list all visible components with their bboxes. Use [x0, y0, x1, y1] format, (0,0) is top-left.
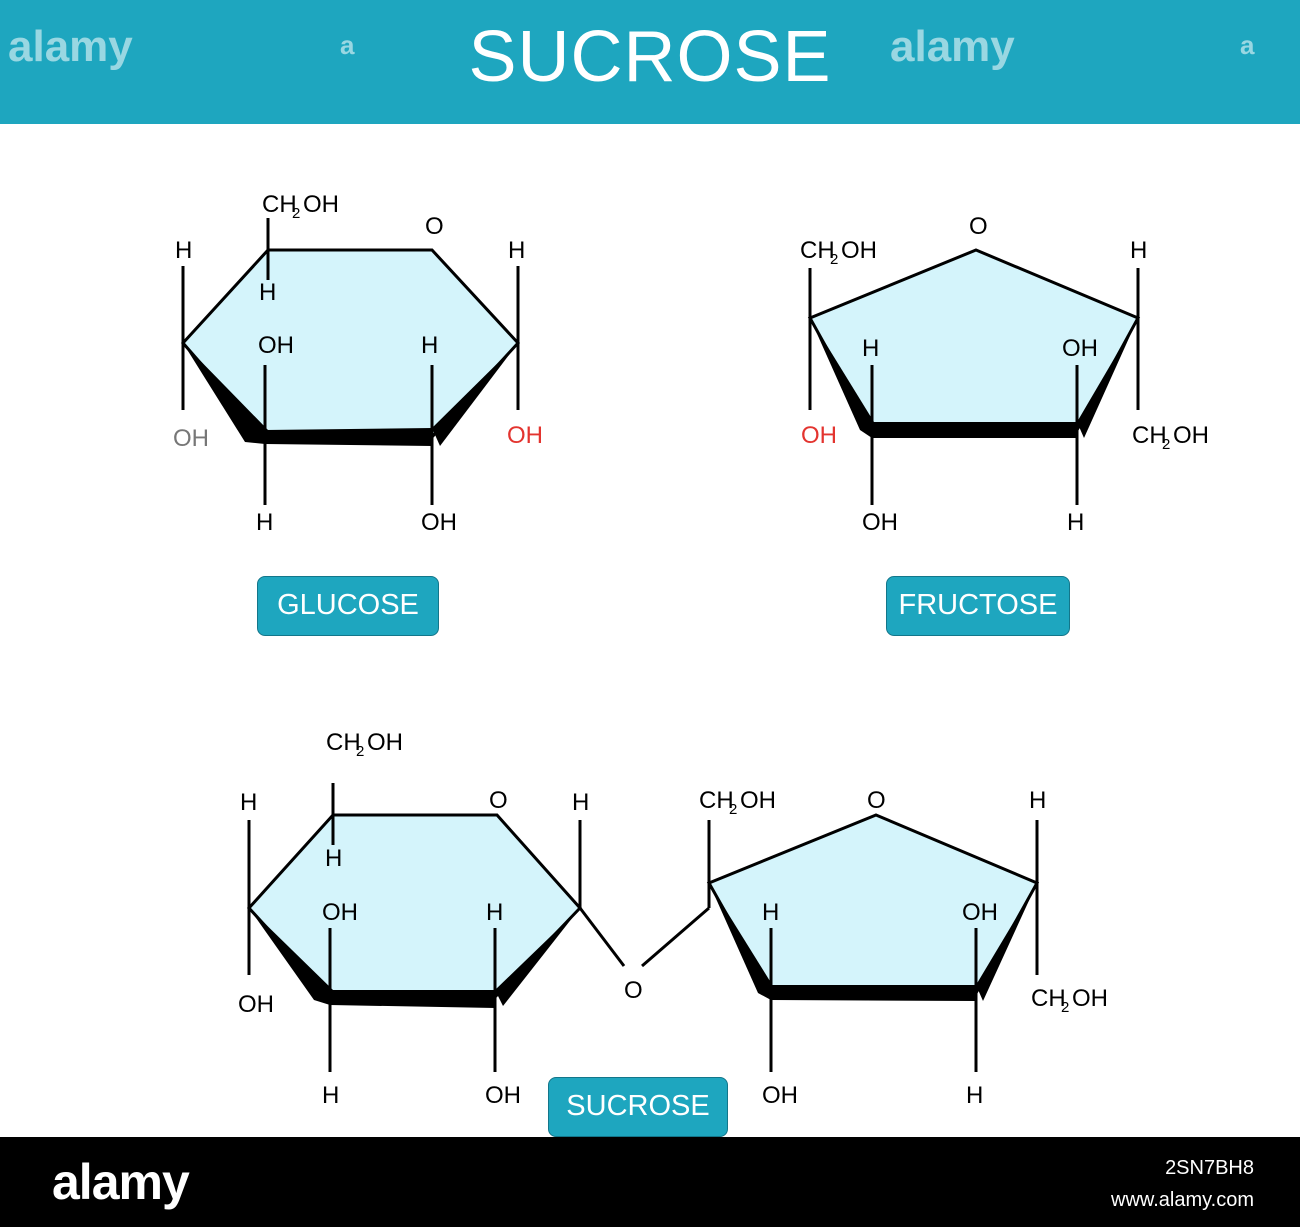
sucrose-fructose-bold-edge [709, 883, 773, 1000]
footer-site: www.alamy.com [1111, 1189, 1254, 1211]
sucrose-label: SUCROSE [548, 1077, 728, 1137]
sucrose-bonds [247, 783, 1039, 1072]
atom-label: OH [303, 191, 339, 218]
atom-label: OH [1173, 422, 1209, 449]
sucrose-fructose-bold-edge [976, 883, 1037, 1001]
atom-label: 2 [1061, 999, 1069, 1016]
atom-label: CH [1031, 985, 1066, 1012]
fructose-label: FRUCTOSE [886, 576, 1070, 636]
atom-label: H [486, 899, 503, 926]
fructose-bold-edge [1077, 318, 1138, 438]
atom-label: H [175, 237, 192, 264]
sucrose-structure-diagram: CH 2 OH O H H H OH H OH OH H OH O CH 2 O… [173, 191, 1209, 1109]
atom-label: H [240, 789, 257, 816]
sucrose-glucose-bold-edge [495, 908, 580, 1006]
watermark-right: alamy [890, 22, 1015, 71]
atom-label: OH [841, 237, 877, 264]
atom-label: 2 [1162, 436, 1170, 453]
atom-label: OH [367, 729, 403, 756]
fructose-bold-edge [810, 318, 874, 438]
glucose-bold-edge [183, 343, 268, 444]
atom-label: 2 [356, 743, 364, 760]
glucose-bonds [181, 218, 520, 505]
watermark-mark: a [340, 30, 355, 60]
atom-label: H [762, 899, 779, 926]
atom-label: OH [421, 509, 457, 536]
atom-label: O [624, 977, 643, 1004]
glucose-bold-edge [265, 428, 432, 446]
sucrose-glucose-bold-edge [330, 990, 495, 1008]
atom-label: CH [800, 237, 835, 264]
fructose-bold-edge [872, 422, 1077, 438]
page-title: SUCROSE [468, 17, 832, 97]
glucose-label: GLUCOSE [257, 576, 439, 636]
atom-label: OH [962, 899, 998, 926]
atom-label: OH [740, 787, 776, 814]
atom-label: CH [262, 191, 297, 218]
atom-label: OH [862, 509, 898, 536]
atom-label: OH [507, 422, 543, 449]
atom-label: H [325, 845, 342, 872]
atom-label: H [862, 335, 879, 362]
atom-label: OH [762, 1082, 798, 1109]
watermark-left: alamy [8, 22, 133, 71]
atom-label: CH [1132, 422, 1167, 449]
atom-label: H [966, 1082, 983, 1109]
footer-logo: alamy [52, 1154, 190, 1210]
atom-label: OH [1062, 335, 1098, 362]
atom-label: 2 [830, 251, 838, 268]
glucose-structure: CH 2 OH O H H H OH H OH OH H OH [173, 191, 543, 536]
footer-bar: alamy 2SN7BH8 www.alamy.com [0, 1137, 1300, 1227]
atom-label: OH [238, 991, 274, 1018]
atom-label: OH [801, 422, 837, 449]
sucrose-fructose-bold-edge [771, 985, 976, 1001]
sucrose-structure: CH 2 OH H O H H OH H OH O H OH CH 2 OH O… [238, 729, 1108, 1109]
atom-label: H [572, 789, 589, 816]
atom-label: H [1067, 509, 1084, 536]
atom-label: CH [326, 729, 361, 756]
header-banner: alamy a SUCROSE alamy a [0, 0, 1300, 124]
sucrose-glucose-bold-edge [249, 908, 333, 1005]
atom-label: H [1130, 237, 1147, 264]
atom-label: O [867, 787, 886, 814]
atom-label: CH [699, 787, 734, 814]
atom-label: H [1029, 787, 1046, 814]
atom-label: OH [1072, 985, 1108, 1012]
atom-label: H [322, 1082, 339, 1109]
atom-label: O [969, 213, 988, 240]
atom-label: 2 [292, 205, 300, 222]
atom-label: 2 [729, 801, 737, 818]
fructose-structure: O CH 2 OH H H OH OH CH 2 OH OH H [800, 213, 1209, 536]
atom-label: OH [485, 1082, 521, 1109]
footer-image-id: 2SN7BH8 [1165, 1157, 1254, 1179]
watermark-mark: a [1240, 30, 1255, 60]
atom-label: O [489, 787, 508, 814]
atom-label: H [259, 279, 276, 306]
atom-label: OH [322, 899, 358, 926]
atom-label: OH [173, 425, 209, 452]
atom-label: H [256, 509, 273, 536]
atom-label: H [421, 332, 438, 359]
atom-label: O [425, 213, 444, 240]
atom-label: OH [258, 332, 294, 359]
glucose-bold-edge [432, 343, 518, 446]
atom-label: H [508, 237, 525, 264]
fructose-bonds [808, 268, 1140, 505]
